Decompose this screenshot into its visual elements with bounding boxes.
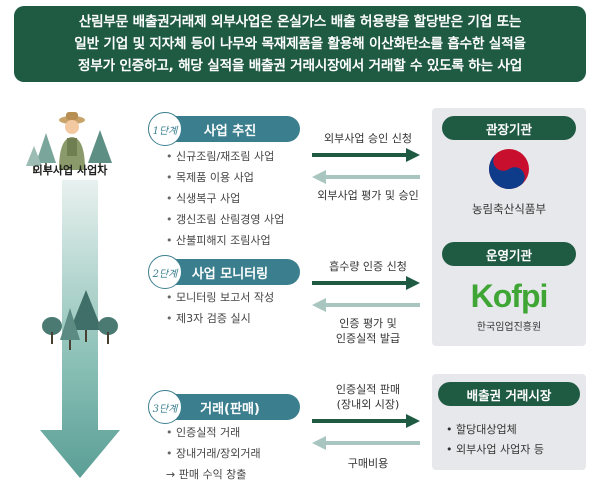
- left-arrow-icon: [312, 436, 420, 450]
- right-arrow-icon: [312, 148, 420, 162]
- flow-label-line: 인증실적 발급: [335, 332, 401, 345]
- banner-line-3: 정부가 인증하고, 해당 실적을 배출권 거래시장에서 거래할 수 있도록 하는…: [77, 58, 523, 74]
- left-arrow-icon: [312, 298, 420, 312]
- title-banner: 산림부문 배출권거래제 외부사업은 온실가스 배출 허용량을 할당받은 기업 또…: [14, 6, 586, 82]
- list-item: 모니터링 보고서 작성: [166, 287, 274, 308]
- flow-label-sale: 인증실적 판매 (장내외 시장): [318, 382, 418, 412]
- flow-label-absorption-request: 흡수량 인증 신청: [329, 260, 407, 273]
- list-item: 장내거래/장외거래: [166, 443, 261, 464]
- step-3-title: 거래(판매): [160, 394, 300, 420]
- flow-label-purchase-cost: 구매비용: [347, 457, 389, 470]
- list-item: 신규조림/재조림 사업: [166, 146, 284, 167]
- right-arrow-icon: [312, 414, 420, 428]
- flow-label-evaluation-approval: 외부사업 평가 및 승인: [317, 189, 419, 202]
- institutions-panel: [432, 108, 586, 346]
- list-item: 외부사업 사업자 등: [446, 440, 544, 460]
- list-item: 할당대상업체: [446, 420, 544, 440]
- taegeuk-emblem-icon: [489, 149, 529, 189]
- actor-label: 외부사업 사업자: [32, 164, 108, 177]
- step-1-list: 신규조림/재조림 사업 목제품 이용 사업 식생복구 사업 갱신조림 산림경영 …: [166, 146, 284, 251]
- flow-label-line: (장내외 시장): [336, 398, 400, 411]
- banner-line-1: 산림부문 배출권거래제 외부사업은 온실가스 배출 허용량을 할당받은 기업 또…: [78, 14, 522, 30]
- right-arrow-icon: [312, 276, 420, 290]
- timeline-down-arrow: [40, 180, 120, 478]
- farmer-with-trees-icon: [26, 112, 112, 172]
- step-1-badge: 1단계: [148, 112, 182, 146]
- flow-label-approval-request: 외부사업 승인 신청: [324, 132, 412, 145]
- step-2-list: 모니터링 보고서 작성 제3자 검증 실시: [166, 287, 274, 329]
- list-item: 식생복구 사업: [166, 188, 284, 209]
- list-item: 산불피해지 조림사업: [166, 230, 284, 251]
- flow-label-certification: 인증 평가 및 인증실적 발급: [318, 316, 418, 346]
- banner-line-2: 일반 기업 및 지자체 등이 나무와 목재제품을 활용해 이산화탄소를 흡수한 …: [74, 36, 526, 52]
- market-list: 할당대상업체 외부사업 사업자 등: [446, 420, 544, 460]
- forest-icon: [42, 290, 118, 350]
- step-2-title: 사업 모니터링: [160, 259, 300, 285]
- step-3-list: 인증실적 거래 장내거래/장외거래 → 판매 수익 창출: [166, 422, 261, 485]
- step-3-badge: 3단계: [148, 390, 182, 424]
- list-item: → 판매 수익 창출: [166, 468, 247, 481]
- authority-name: 농림축산식품부: [471, 202, 547, 216]
- operator-header: 운영기관: [442, 242, 576, 266]
- kofpi-logo: Kofpi: [470, 278, 549, 314]
- left-arrow-icon: [312, 170, 420, 184]
- list-item: 목제품 이용 사업: [166, 167, 284, 188]
- list-item: 제3자 검증 실시: [166, 308, 274, 329]
- authority-header: 관장기관: [442, 116, 576, 140]
- step-1-title: 사업 추진: [160, 116, 300, 142]
- flow-label-line: 인증실적 판매: [335, 383, 401, 396]
- list-item: 인증실적 거래: [166, 422, 261, 443]
- flow-label-line: 인증 평가 및: [339, 317, 397, 330]
- list-item: 갱신조림 산림경영 사업: [166, 209, 284, 230]
- step-2-badge: 2단계: [148, 255, 182, 289]
- operator-name: 한국임업진흥원: [476, 322, 542, 333]
- market-header: 배출권 거래시장: [438, 382, 580, 406]
